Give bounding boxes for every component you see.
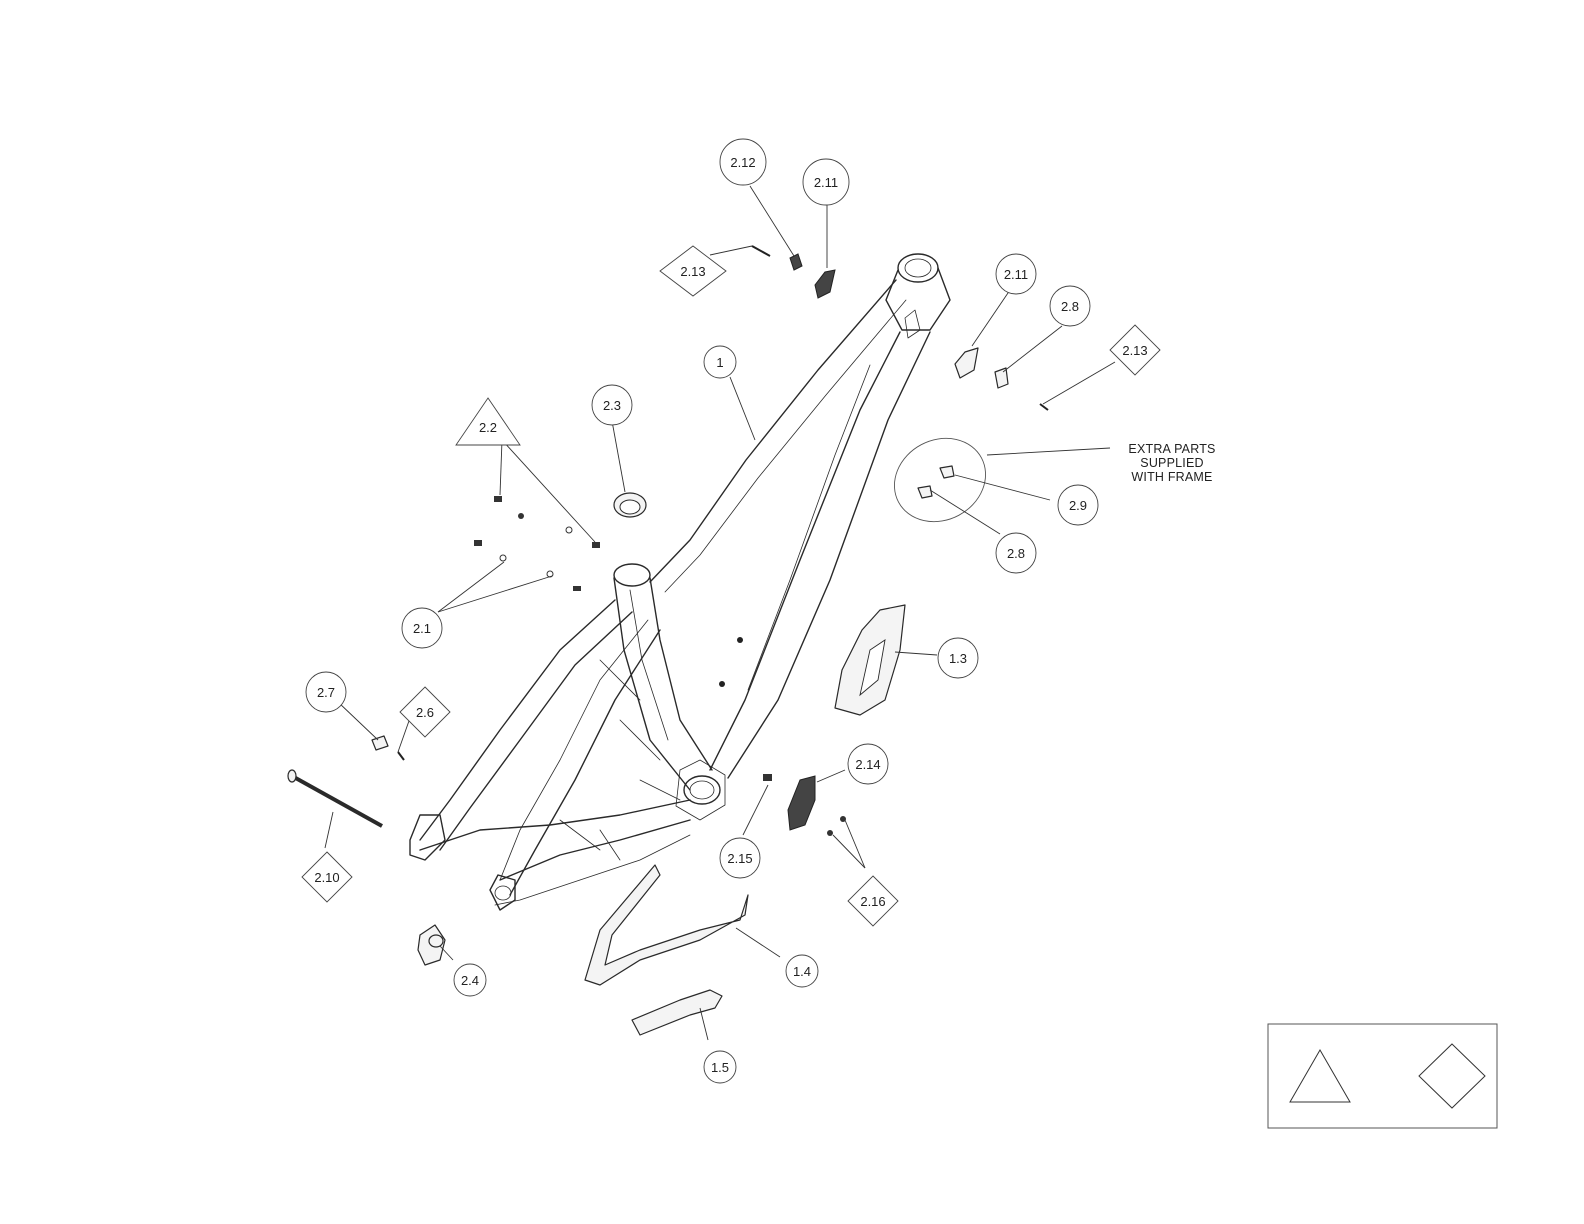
- derailleur-hanger-part: [418, 925, 445, 965]
- svg-text:2.9: 2.9: [1069, 498, 1087, 513]
- svg-text:1.4: 1.4: [793, 964, 811, 979]
- guide-bolt-part: [763, 774, 772, 781]
- svg-text:2.8: 2.8: [1007, 546, 1025, 561]
- svg-text:2.12: 2.12: [730, 155, 755, 170]
- svg-text:1.5: 1.5: [711, 1060, 729, 1075]
- callout-2-11-right: 2.11: [996, 254, 1036, 294]
- callout-2-14: 2.14: [848, 744, 888, 784]
- svg-text:WITH FRAME: WITH FRAME: [1131, 470, 1212, 484]
- svg-text:2.14: 2.14: [855, 757, 880, 772]
- callout-2-9: 2.9: [1058, 485, 1098, 525]
- callout-1-5: 1.5: [704, 1051, 736, 1083]
- svg-text:2.11: 2.11: [1004, 267, 1028, 282]
- svg-text:2.16: 2.16: [860, 894, 885, 909]
- small-bolt-part: [398, 752, 404, 760]
- svg-text:2.4: 2.4: [461, 973, 479, 988]
- chain-stay: [420, 800, 690, 850]
- svg-text:1.3: 1.3: [949, 651, 967, 666]
- extra-part-2-8: [918, 486, 932, 498]
- rear-dropout: [410, 815, 445, 860]
- seat-tube-top: [614, 564, 650, 586]
- bolts-group: [474, 496, 600, 591]
- callout-2-13-right: 2.13: [1110, 325, 1160, 375]
- bike-frame: [410, 254, 950, 910]
- callout-2-15: 2.15: [720, 838, 760, 878]
- thru-axle-part: [288, 770, 382, 826]
- svg-text:2.7: 2.7: [317, 685, 335, 700]
- top-tube: [650, 280, 896, 582]
- cable-guide-part: [815, 270, 835, 298]
- legend-box: [1268, 1024, 1497, 1128]
- screw-part-right: [1040, 404, 1048, 410]
- callout-2-16: 2.16: [848, 876, 898, 926]
- svg-text:2.8: 2.8: [1061, 299, 1079, 314]
- callout-2-6: 2.6: [400, 687, 450, 737]
- svg-text:2.1: 2.1: [413, 621, 431, 636]
- callout-1-3: 1.3: [938, 638, 978, 678]
- extra-parts-boundary: [880, 423, 1001, 538]
- extra-parts-note: EXTRA PARTS SUPPLIED WITH FRAME: [1128, 442, 1215, 484]
- svg-text:SUPPLIED: SUPPLIED: [1140, 456, 1203, 470]
- callout-2-8-bottom: 2.8: [996, 533, 1036, 573]
- leader-lines: [325, 186, 1115, 1040]
- seat-clamp-part: [614, 493, 646, 517]
- axle-nut-part: [372, 736, 388, 750]
- seatstay-protector-part: [632, 990, 722, 1035]
- svg-text:2.11: 2.11: [814, 175, 838, 190]
- guide-screw-part-2: [827, 830, 833, 836]
- port-plug-part: [995, 368, 1008, 388]
- svg-text:1: 1: [716, 355, 723, 370]
- svg-text:2.13: 2.13: [1122, 343, 1147, 358]
- svg-text:2.15: 2.15: [727, 851, 752, 866]
- svg-text:2.2: 2.2: [479, 420, 497, 435]
- svg-text:2.3: 2.3: [603, 398, 621, 413]
- callout-1-4: 1.4: [786, 955, 818, 987]
- callout-1: 1: [704, 346, 736, 378]
- callout-2-1: 2.1: [402, 608, 442, 648]
- cable-cover-part: [955, 348, 978, 378]
- svg-text:2.6: 2.6: [416, 705, 434, 720]
- svg-text:2.13: 2.13: [680, 264, 705, 279]
- callout-2-7: 2.7: [306, 672, 346, 712]
- callout-2-11-top: 2.11: [803, 159, 849, 205]
- chain-guide-part: [788, 776, 815, 830]
- chainstay-protector-part: [585, 865, 748, 985]
- cable-port-part: [790, 254, 802, 270]
- extra-part-2-9: [940, 466, 954, 478]
- callout-2-10: 2.10: [302, 852, 352, 902]
- seat-stay: [420, 600, 615, 840]
- callout-2-8-top: 2.8: [1050, 286, 1090, 326]
- svg-text:2.10: 2.10: [314, 870, 339, 885]
- callout-2-12: 2.12: [720, 139, 766, 185]
- callout-2-3: 2.3: [592, 385, 632, 425]
- callout-2-2: 2.2: [456, 398, 520, 445]
- head-tube-top: [898, 254, 938, 282]
- svg-text:EXTRA PARTS: EXTRA PARTS: [1128, 442, 1215, 456]
- screw-part: [752, 246, 770, 256]
- callout-2-4: 2.4: [454, 964, 486, 996]
